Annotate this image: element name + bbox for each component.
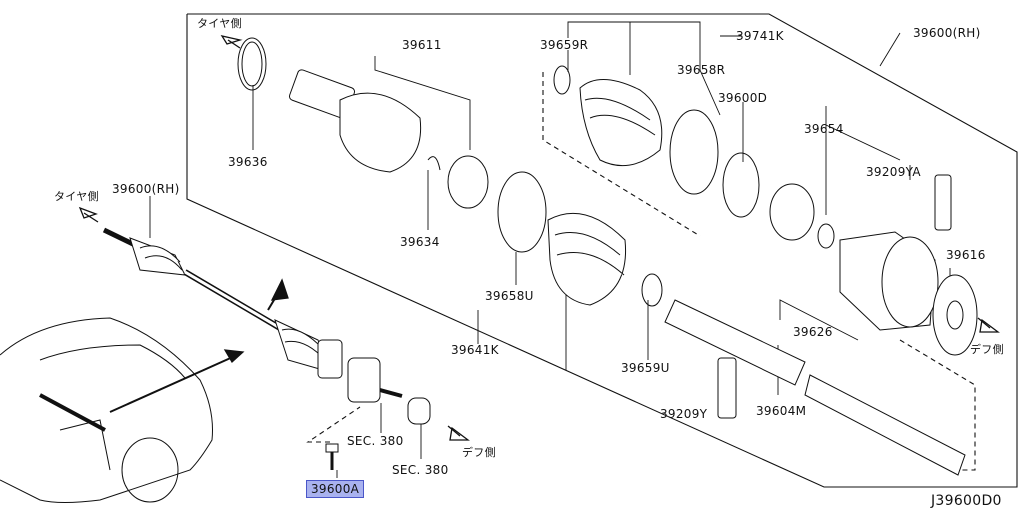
label-39634: 39634: [400, 235, 440, 249]
label-39600d: 39600D: [718, 91, 768, 105]
label-sec-380-b: SEC. 380: [392, 463, 449, 477]
label-39654: 39654: [804, 122, 844, 136]
label-39741k: 39741K: [736, 29, 784, 43]
drive-shaft-assembly: [102, 227, 431, 425]
arrows: [78, 35, 1000, 441]
label-39658r: 39658R: [677, 63, 726, 77]
label-39611: 39611: [402, 38, 442, 52]
label-sec-380-a: SEC. 380: [347, 434, 404, 448]
leader-lines: [149, 21, 951, 478]
label-39209y: 39209Y: [660, 407, 708, 421]
label-39641k: 39641K: [451, 343, 499, 357]
label-39600-rh-main: 39600(RH): [913, 26, 981, 40]
bolt-dashed-frame: [306, 406, 361, 443]
label-39659r: 39659R: [540, 38, 589, 52]
direction-tire-side-top: タイヤ側: [197, 17, 242, 30]
shaft-39604M: [664, 299, 966, 476]
label-39209ya: 39209YA: [866, 165, 921, 179]
label-39658u: 39658U: [485, 289, 534, 303]
bolt-39600A: [325, 443, 339, 470]
label-39604m: 39604M: [756, 404, 807, 418]
direction-diff-side-right: デフ側: [970, 343, 1004, 356]
outer-joint-39611: [237, 37, 489, 209]
inner-joint-dashed-frame: [899, 339, 976, 471]
direction-tire-side-left: タイヤ側: [54, 190, 99, 203]
boot-kit-dashed-frame: [542, 72, 701, 237]
label-39616: 39616: [946, 248, 986, 262]
label-39659u: 39659U: [621, 361, 670, 375]
boot-parts: [497, 65, 760, 307]
direction-diff-side-bottom: デフ側: [462, 446, 496, 459]
label-39626: 39626: [793, 325, 833, 339]
label-39636: 39636: [228, 155, 268, 169]
inner-joint-39741K: [769, 174, 978, 356]
label-39600-rh-left: 39600(RH): [112, 182, 180, 196]
diagram-code: J39600D0: [931, 493, 1002, 509]
highlighted-part-39600a[interactable]: 39600A: [306, 480, 365, 498]
frame-outline: [186, 13, 1018, 488]
vehicle-silhouette: [0, 317, 213, 503]
